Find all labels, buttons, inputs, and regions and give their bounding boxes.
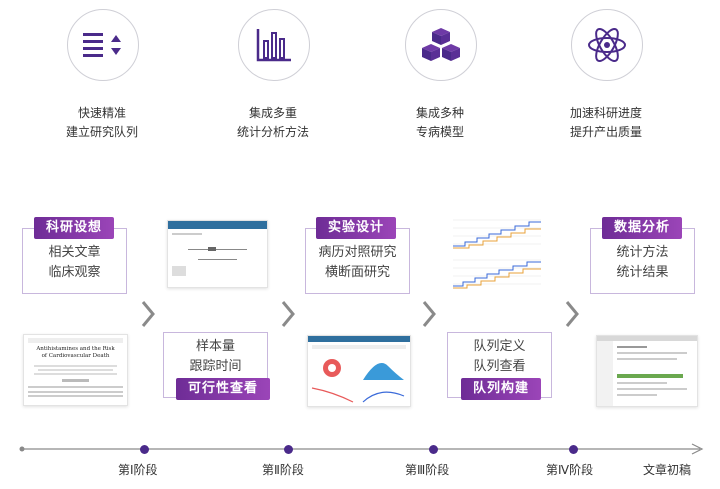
chevron-right-icon [141, 301, 155, 327]
feature-text-2: 集成多重 统计分析方法 [218, 104, 328, 142]
timeline-dot [284, 445, 293, 454]
cubes-icon [422, 28, 460, 61]
timeline-end-label: 文章初稿 [643, 463, 692, 477]
card-experiment-design: 病历对照研究 横断面研究 [305, 228, 410, 294]
chevron-right-icon [565, 301, 579, 327]
card-line: 临床观察 [48, 265, 101, 280]
tag-research-idea: 科研设想 [34, 217, 115, 239]
stage-label-1: 第Ⅰ阶段 [118, 463, 158, 477]
dashboard-screenshot-thumbnail [307, 335, 411, 407]
chevron-right-icon [422, 301, 436, 327]
card-line: 相关文章 [48, 245, 101, 260]
feature-line: 集成多种 [415, 106, 464, 120]
feature-icon-circle-2 [238, 9, 310, 81]
feature-line: 集成多重 [248, 106, 297, 120]
card-data-analysis: 统计方法 统计结果 [590, 228, 695, 294]
paper-title: Antihistamines and the Risk [36, 346, 115, 352]
list-sort-icon [83, 33, 121, 57]
card-line: 统计结果 [616, 265, 669, 280]
tag-feasibility: 可行性查看 [176, 378, 271, 400]
feature-text-1: 快速精准 建立研究队列 [47, 104, 157, 142]
feature-icon-circle-1 [67, 9, 139, 81]
card-line: 队列查看 [473, 359, 526, 374]
feature-icon-circle-4 [571, 9, 643, 81]
paper-thumbnail: Antihistamines and the Risk of Cardiovas… [23, 334, 128, 406]
card-line: 病历对照研究 [318, 245, 397, 260]
card-line: 统计方法 [616, 245, 669, 260]
stage-label-4: 第Ⅳ阶段 [546, 463, 594, 477]
feature-icon-circle-3 [405, 9, 477, 81]
dashboard-charts-graphic [308, 336, 410, 403]
tag-data-analysis: 数据分析 [602, 217, 683, 239]
card-line: 样本量 [195, 339, 235, 354]
feature-line: 统计分析方法 [236, 125, 309, 139]
card-line: 跟踪时间 [189, 359, 242, 374]
cohort-charts-thumbnail [449, 214, 553, 292]
feature-text-3: 集成多种 专病模型 [385, 104, 495, 142]
feature-line: 专病模型 [415, 125, 464, 139]
card-line: 横断面研究 [324, 265, 390, 280]
bar-chart-icon [256, 29, 291, 62]
chevron-right-icon [281, 301, 295, 327]
card-line: 队列定义 [473, 339, 526, 354]
timeline-dot [140, 445, 149, 454]
timeline-dot [569, 445, 578, 454]
results-screenshot-thumbnail [596, 335, 698, 407]
stage-label-2: 第Ⅱ阶段 [262, 463, 304, 477]
timeline-axis [19, 443, 704, 455]
tag-experiment-design: 实验设计 [316, 217, 397, 239]
atom-icon [588, 28, 626, 62]
tag-cohort-build: 队列构建 [461, 378, 542, 400]
results-ui-graphic [597, 336, 697, 406]
feature-line: 建立研究队列 [65, 125, 138, 139]
card-research-idea: 相关文章 临床观察 [22, 228, 127, 294]
feature-line: 加速科研进度 [569, 106, 642, 120]
stage-label-3: 第Ⅲ阶段 [405, 463, 450, 477]
timeline-dot [429, 445, 438, 454]
feature-text-4: 加速科研进度 提升产出质量 [551, 104, 661, 142]
feature-line: 快速精准 [77, 106, 126, 120]
paper-title: of Cardiovascular Death [41, 353, 110, 359]
step-curves-graphic [453, 219, 541, 289]
timeline-screenshot-thumbnail [167, 220, 268, 288]
feature-line: 提升产出质量 [569, 125, 642, 139]
